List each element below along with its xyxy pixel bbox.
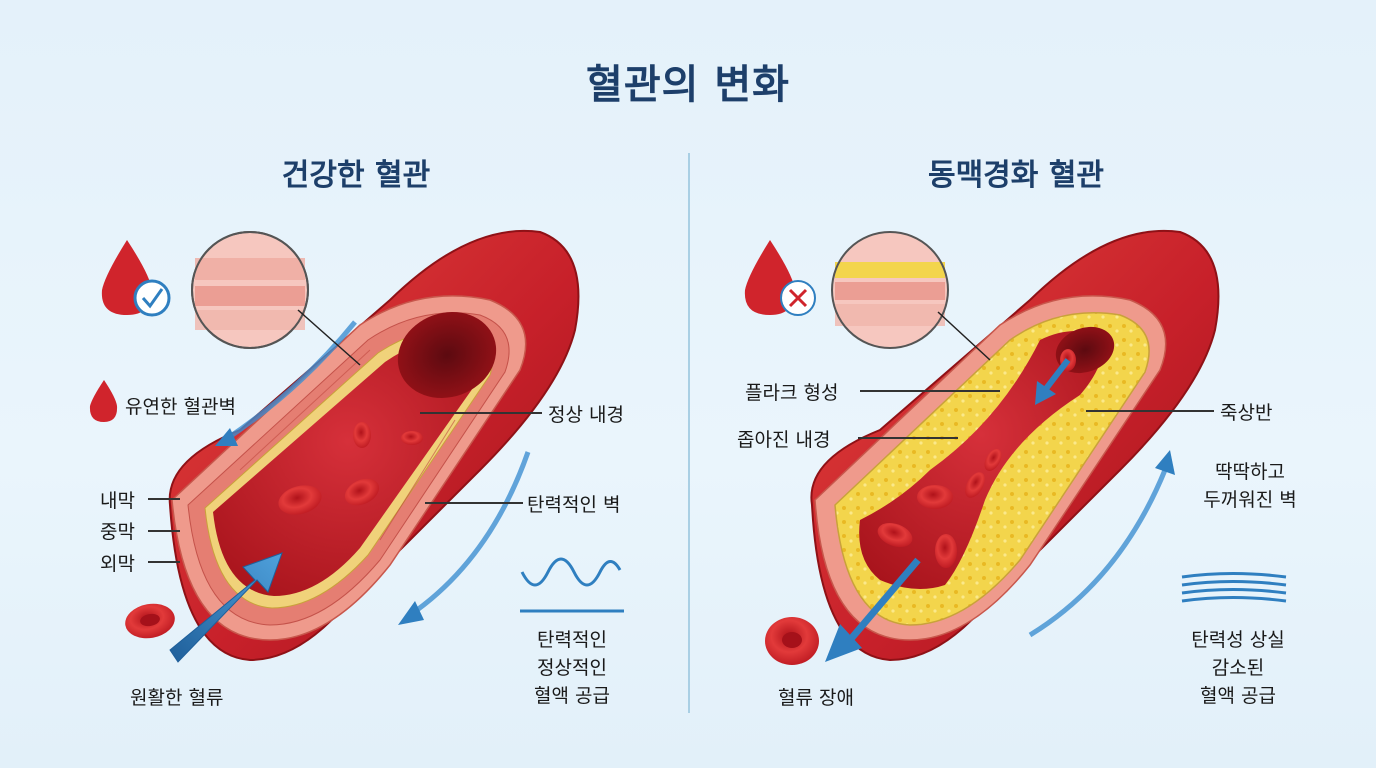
label-flow-obstruction: 혈류 장애 (778, 687, 854, 709)
label-plaque: 플라크 형성 (745, 382, 839, 404)
divider (688, 153, 690, 713)
label-media: 중막 (100, 521, 135, 543)
label-stiff-wall: 딱딱하고 두꺼워진 벽 (1180, 458, 1320, 514)
leader-normal-lumen (420, 412, 542, 414)
diseased-heading: 동맥경화 혈관 (927, 158, 1105, 193)
healthy-summary-line: 혈액 공급 (534, 685, 610, 707)
stiff-wall-line: 딱딱하고 (1215, 461, 1285, 483)
stiff-wall-line: 두꺼워진 벽 (1203, 489, 1297, 511)
leader-plaque (860, 390, 1000, 392)
leader-elastic-wall (425, 502, 523, 504)
label-smooth-flow: 원활한 혈류 (130, 687, 224, 709)
label-narrowed-lumen: 좁아진 내경 (737, 429, 831, 451)
healthy-summary-line: 정상적인 (537, 657, 607, 679)
leader-atheroma (1086, 410, 1214, 412)
label-elastic-wall: 탄력적인 벽 (527, 494, 621, 516)
diseased-summary-line: 혈액 공급 (1200, 685, 1276, 707)
healthy-heading: 건강한 혈관 (281, 158, 431, 193)
diseased-summary: 탄력성 상실 감소된 혈액 공급 (1168, 626, 1308, 710)
healthy-summary-line: 탄력적인 (537, 629, 607, 651)
diseased-vessel (744, 229, 1287, 665)
healthy-vessel (89, 229, 624, 663)
label-atheroma: 죽상반 (1220, 402, 1273, 424)
diseased-summary-line: 감소된 (1211, 657, 1265, 679)
leader-narrowed-lumen (858, 437, 958, 439)
label-normal-lumen: 정상 내경 (548, 404, 624, 426)
leader-media (148, 530, 180, 532)
leader-adventitia (148, 561, 180, 563)
page-title: 혈관의 변화 (586, 62, 790, 108)
label-flexible-wall: 유연한 혈관벽 (125, 396, 236, 418)
diseased-summary-line: 탄력성 상실 (1191, 629, 1285, 651)
label-intima: 내막 (100, 490, 135, 512)
leader-intima (148, 498, 180, 500)
label-adventitia: 외막 (100, 553, 135, 575)
healthy-summary: 탄력적인 정상적인 혈액 공급 (512, 626, 632, 710)
